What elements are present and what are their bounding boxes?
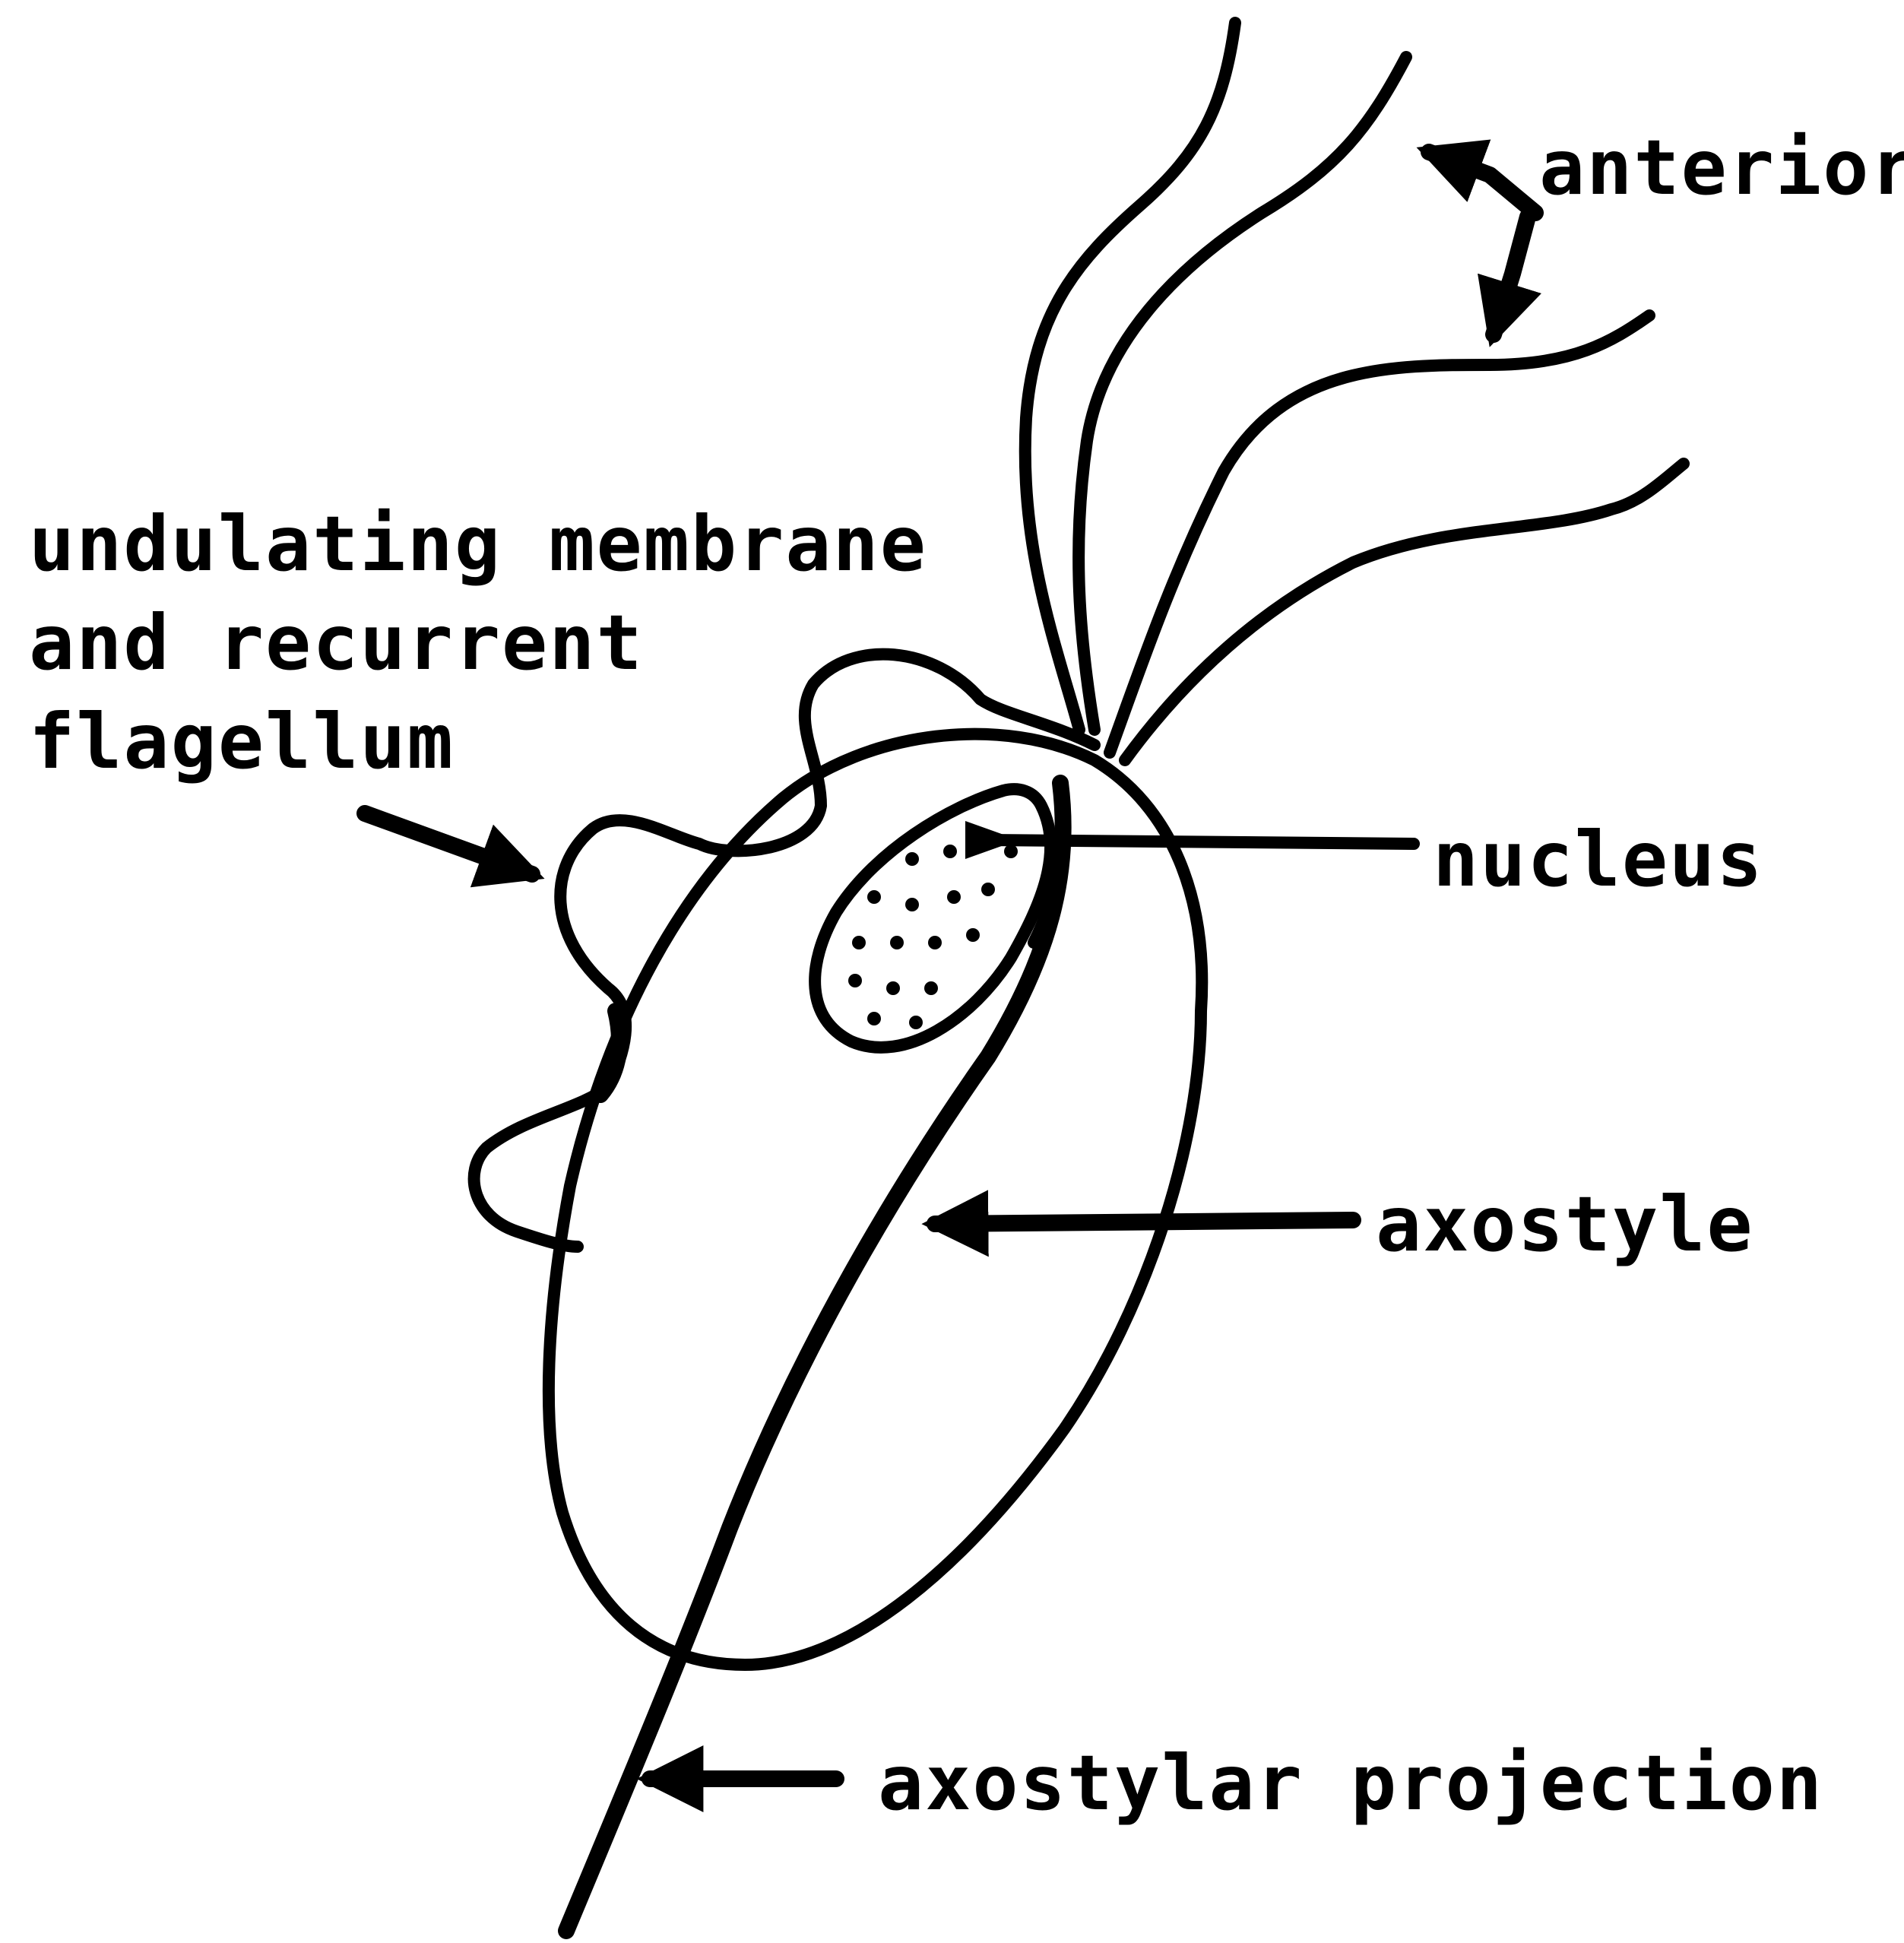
axostylar-projection-label: axostylar projection xyxy=(878,1739,1823,1827)
undulating-membrane xyxy=(474,655,1095,1247)
undulating-membrane-label-line3: flagellum xyxy=(29,697,455,786)
anterior-arrows xyxy=(1429,152,1535,334)
nucleus-label: nucleus xyxy=(1433,815,1763,904)
cell-body xyxy=(549,734,1202,1665)
axostyle-arrow xyxy=(935,1220,1353,1224)
membrane-arrow xyxy=(365,813,532,874)
undulating-membrane-label-line1: undulating membrane xyxy=(29,499,927,588)
nucleus-pointer xyxy=(988,840,1414,844)
undulating-membrane-label-line2: and recurrent xyxy=(29,598,644,687)
anterior-flagella-label: anterior flagella xyxy=(1539,123,1904,212)
axostyle-label: axostyle xyxy=(1376,1180,1754,1269)
